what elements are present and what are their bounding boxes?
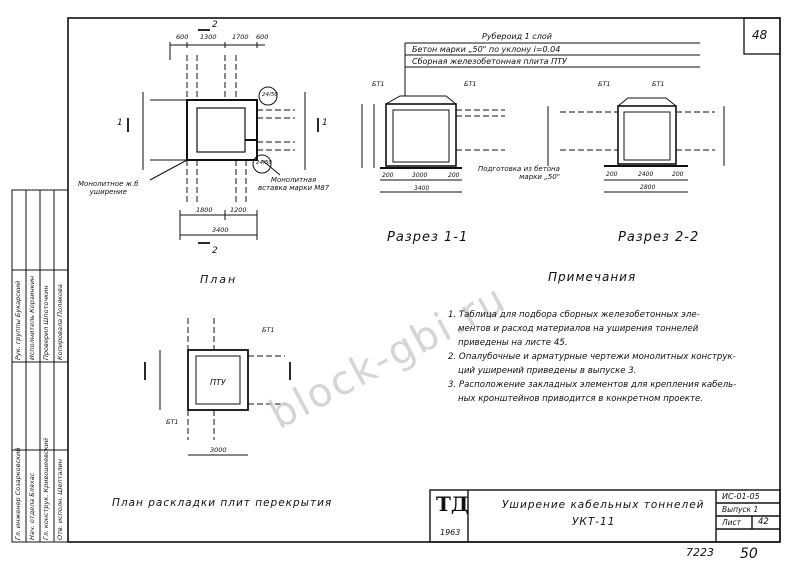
sidebar-row-8: Копировала Полякова [56,284,64,360]
plan-dim-bottom-2: 1200 [230,206,247,214]
sidebar-row-7: Проверил Шпоточкин [42,285,50,360]
s22-dim-1: 200 [606,171,618,178]
layer-2: Бетон марки „50" по уклону i=0.04 [412,45,561,54]
sheet-frame [67,17,781,543]
s22-dim-total: 2800 [640,184,656,191]
layer-1: Рубероид 1 слой [482,32,552,41]
title-code: ИС-01-05 [722,492,760,501]
note-line-6: 3. Расположение закладных элементов для … [448,380,737,390]
slab-plan-drawing [144,318,291,456]
label-monolithic: Монолитное ж.б уширение [78,180,139,196]
title-name-1: Уширение кабельных тоннелей [502,499,705,511]
title-issue: Выпуск 1 [722,505,759,514]
label-insert: Монолитная вставка марки М87 [258,176,330,192]
plan-bubble-2: 24/50 [256,160,272,166]
s11-label-2: БТ1 [464,80,477,88]
s11-dim-total: 3400 [414,185,430,192]
title-sheet-value: 42 [758,517,769,527]
s11-note-base: Подготовка из бетона марки „50" [478,165,560,181]
plan-callout-right: 1 [322,118,328,128]
sidebar-row-1: Гл. инженер Созарковский [14,447,22,540]
section-2-2-title: Разрез 2-2 [618,230,700,245]
sidebar-row-5: Рук. группы Букарский [14,280,22,360]
s11-dim-1: 200 [382,172,394,179]
s11-label-1: БТ1 [372,80,385,88]
section-1-1-drawing [361,42,700,193]
note-line-1: 1. Таблица для подбора сборных железобет… [448,310,700,320]
notes-title: Примечания [548,270,637,284]
s11-dim-2: 3000 [412,172,428,179]
section-1-1-title: Разрез 1-1 [387,230,469,245]
note-line-5: ций уширений приведены в выпуске 3. [458,366,637,376]
plan-callout-left: 1 [117,118,123,128]
slab-label-1: БТ1 [262,326,275,334]
s11-dim-3: 200 [448,172,460,179]
sidebar-row-4: Отв. исполн. Шепталин [56,458,64,540]
plan-callout-bottom: 2 [212,246,218,256]
plan-dim-bottom-1: 1800 [196,206,213,214]
td-logo-year: 1963 [440,528,461,537]
plan-callout-top: 2 [212,20,218,30]
sheet-number: 48 [752,28,768,42]
slab-dim-bottom: 3000 [210,446,227,454]
s22-dim-3: 200 [672,171,684,178]
sidebar-row-2: Нач. отдела Бляхас [28,472,36,540]
note-line-3: приведены на листе 45. [458,338,568,348]
signature-strip [11,189,69,543]
s22-label-2: БТ1 [652,80,665,88]
s22-label-1: БТ1 [598,80,611,88]
plan-dim-total: 3400 [212,226,229,234]
layer-3: Сборная железобетонная плита ПТУ [412,57,567,66]
sidebar-row-3: Гл. конструк. Кривошеевский [42,438,50,540]
plan-dim-top-3: 1700 [232,33,249,41]
plan-title: План [200,273,238,286]
plan-dim-top-4: 600 [256,33,269,41]
title-name-2: УКТ-11 [572,516,616,528]
sheet-number-box [743,17,781,55]
plan-dim-top-2: 1300 [200,33,217,41]
plan-drawing [127,29,319,244]
plan-bubble-1: 24/50 [262,92,278,98]
page-number-right: 50 [740,546,758,562]
section-2-2-drawing [547,97,725,193]
page-number-left: 7223 [686,546,714,559]
title-block [429,489,781,543]
note-line-4: 2. Опалубочные и арматурные чертежи моно… [448,352,736,362]
note-line-7: ных кронштейнов приводится в конкретном … [458,394,704,404]
title-sheet-label: Лист [722,518,742,527]
note-line-2: ментов и расход материалов на уширения т… [458,324,699,334]
td-logo: ТД [436,492,469,516]
slab-plan-title: План раскладки плит перекрытия [112,497,333,509]
slab-label-ptu: ПТУ [210,378,226,387]
slab-label-2: БТ1 [166,418,179,426]
s22-dim-2: 2400 [638,171,654,178]
sidebar-row-6: Исполнитель Корзинкин [28,275,36,360]
plan-dim-top-1: 600 [176,33,189,41]
